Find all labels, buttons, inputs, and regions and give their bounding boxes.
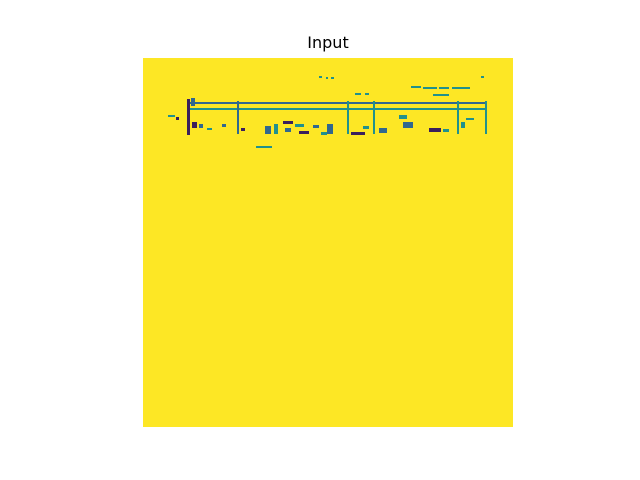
barlines xyxy=(237,101,487,134)
top-marks xyxy=(319,76,484,96)
system-bracket xyxy=(187,99,190,135)
staff-lines xyxy=(189,102,486,110)
sheet-music-image xyxy=(168,76,487,148)
notation-marks xyxy=(168,115,474,148)
image-title: Input xyxy=(307,33,349,52)
image-panel xyxy=(143,58,513,427)
